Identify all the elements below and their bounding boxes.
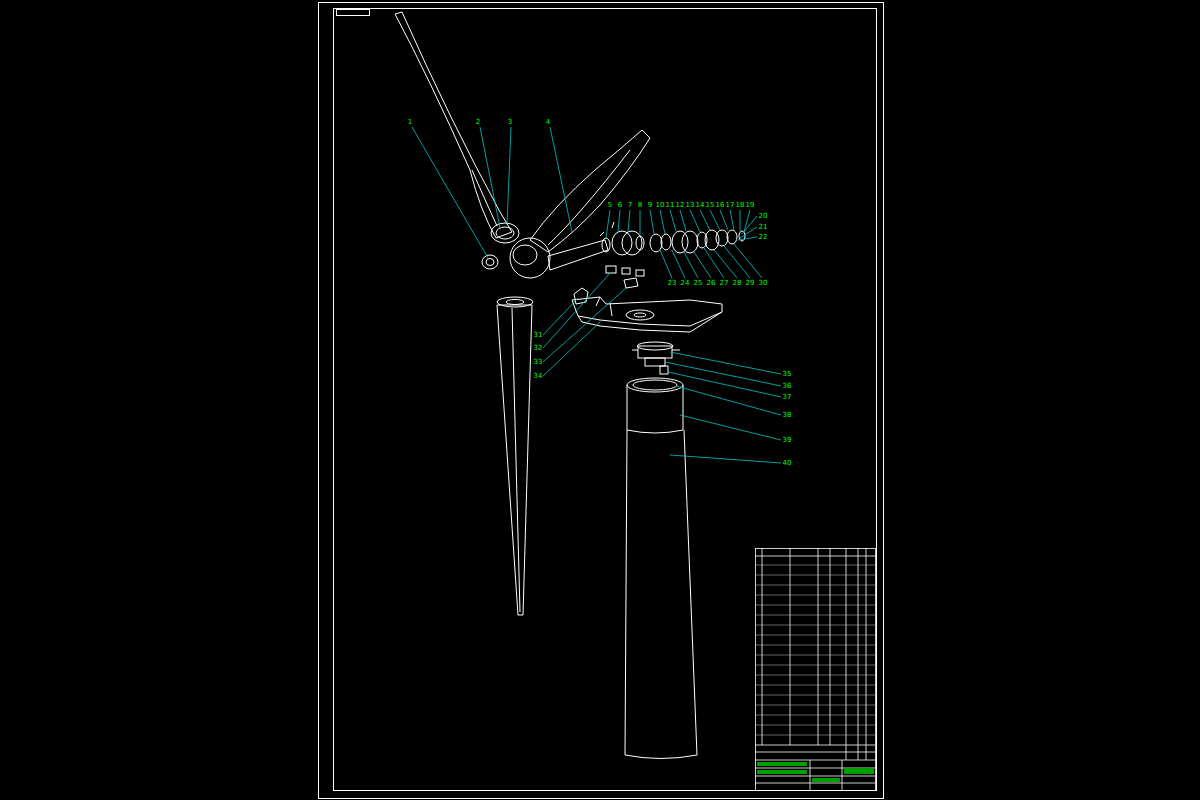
callout-number: 30 (758, 279, 769, 287)
callout-number: 1 (407, 118, 413, 126)
callout-number: 33 (533, 358, 544, 366)
drive-train (548, 222, 745, 304)
yaw-assembly (632, 342, 680, 374)
callout-number: 32 (533, 344, 544, 352)
callout-number: 36 (782, 382, 793, 390)
callout-number: 29 (745, 279, 756, 287)
callout-number: 9 (647, 201, 653, 209)
drawing-frame (319, 3, 884, 799)
leader-lines (412, 127, 781, 463)
callout-number: 22 (758, 233, 769, 241)
callout-number: 38 (782, 411, 793, 419)
callout-number: 37 (782, 393, 793, 401)
table-fill (757, 762, 874, 782)
tower (625, 378, 697, 759)
callout-number: 31 (533, 331, 544, 339)
turbine-rotor (395, 12, 650, 615)
callout-number: 3 (507, 118, 513, 126)
callout-number: 6 (617, 201, 623, 209)
callout-number: 2 (475, 118, 481, 126)
callout-number: 7 (627, 201, 633, 209)
callout-number: 20 (758, 212, 769, 220)
callout-number: 4 (545, 118, 551, 126)
callout-number: 39 (782, 436, 793, 444)
callout-number: 28 (732, 279, 743, 287)
callout-number: 40 (782, 459, 793, 467)
callout-number: 21 (758, 223, 769, 231)
callout-number: 23 (667, 279, 678, 287)
callout-number: 5 (607, 201, 613, 209)
callout-number: 8 (637, 201, 643, 209)
callout-number: 26 (706, 279, 717, 287)
callout-number: 34 (533, 372, 544, 380)
callout-number: 25 (693, 279, 704, 287)
callout-number: 27 (719, 279, 730, 287)
callout-number: 19 (745, 201, 756, 209)
parts-table (755, 548, 876, 791)
callout-number: 24 (680, 279, 691, 287)
callout-number: 35 (782, 370, 793, 378)
